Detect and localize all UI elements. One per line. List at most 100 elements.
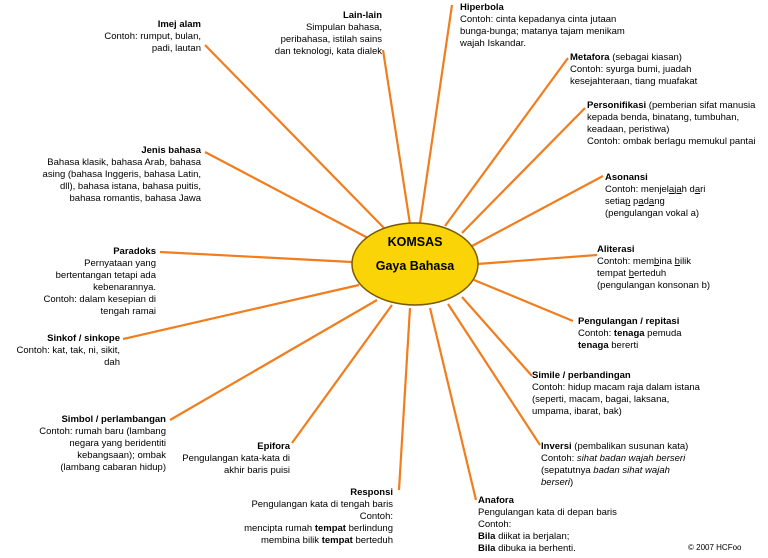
node-title: Simbol / perlambangan (61, 414, 166, 425)
node-title: Hiperbola (460, 2, 504, 13)
node-line: wajah Iskandar. (460, 38, 527, 49)
spoke-pengulangan (473, 278, 574, 323)
spoke-sinkof (122, 283, 360, 341)
node-lain-lain: Lain-lain Simpulan bahasa, peribahasa, i… (275, 10, 382, 58)
node-line: setiap padang (605, 196, 665, 207)
spoke-inversi (447, 303, 541, 446)
node-line: Contoh: (478, 519, 512, 530)
node-line: keadaan, peristiwa) (587, 124, 670, 135)
node-line: peribahasa, istilah sains (280, 34, 382, 45)
node-sinkof: Sinkof / sinkope Contoh: kat, tak, ni, s… (17, 333, 121, 369)
node-line: (sepatutnya badan sihat wajah (541, 465, 670, 476)
node-line: asing (bahasa Inggeris, bahasa Latin, (42, 169, 201, 180)
node-title: Metafora (570, 52, 610, 63)
node-anafora: Anafora Pengulangan kata di depan baris … (478, 495, 617, 555)
node-line: Bila diikat ia berjalan; (478, 531, 570, 542)
spoke-anafora (428, 307, 478, 501)
node-title: Aliterasi (597, 244, 635, 255)
node-line: Pernyataan yang (84, 258, 156, 269)
spoke-metafora (444, 57, 569, 227)
node-inversi: Inversi (pembalikan susunan kata) Contoh… (541, 441, 688, 489)
node-line: Contoh: hidup macam raja dalam istana (532, 382, 700, 393)
node-title-suffix: (pembalikan susunan kata) (571, 441, 689, 452)
node-line: Contoh: membina bilik (597, 256, 692, 267)
node-line: dah (104, 357, 120, 368)
center-ellipse (351, 222, 479, 306)
spoke-epifora (291, 304, 393, 444)
node-aliterasi: Aliterasi Contoh: membina bilik tempat b… (597, 244, 710, 292)
node-title: Jenis bahasa (141, 145, 201, 156)
node-personifikasi: Personifikasi (pemberian sifat manusia k… (587, 100, 755, 148)
node-line: Contoh: cinta kepadanya cinta jutaan (460, 14, 617, 25)
spoke-hiperbola (418, 4, 454, 224)
node-imej-alam: Imej alam Contoh: rumput, bulan, padi, l… (104, 19, 201, 55)
node-line: kebenarannya. (93, 282, 156, 293)
node-line: Contoh: sihat badan wajah berseri (541, 453, 686, 464)
node-line: bahasa romantis, bahasa Jawa (69, 193, 202, 204)
node-line: Contoh: (359, 511, 393, 522)
node-line: bertentangan tetapi ada (55, 270, 156, 281)
node-title: Sinkof / sinkope (47, 333, 120, 344)
node-pengulangan: Pengulangan / repitasi Contoh: tenaga pe… (578, 316, 682, 352)
node-metafora: Metafora (sebagai kiasan) Contoh: syurga… (570, 52, 697, 88)
node-line: Pengulangan kata di tengah baris (251, 499, 393, 510)
node-line: tengah ramai (100, 306, 156, 317)
node-line: (pengulangan konsonan b) (597, 280, 711, 291)
node-line: Contoh: tenaga pemuda (578, 328, 682, 339)
spoke-personifikasi (461, 107, 586, 234)
node-line: berseri) (541, 477, 574, 488)
node-line: Contoh: ombak berlagu memukul pantai (587, 136, 756, 147)
node-line: dan teknologi, kata dialek (274, 46, 382, 57)
spoke-aliterasi (476, 253, 598, 266)
node-title: Inversi (541, 441, 572, 452)
node-title: Epifora (257, 441, 290, 452)
center-label: KOMSAS Gaya Bahasa (352, 234, 478, 282)
node-line: Bahasa klasik, bahasa Arab, bahasa (47, 157, 201, 168)
node-title: Simile / perbandingan (532, 370, 631, 381)
spoke-paradoks (159, 250, 353, 264)
node-title: Lain-lain (342, 10, 382, 21)
node-hiperbola: Hiperbola Contoh: cinta kepadanya cinta … (460, 2, 625, 50)
node-line: membina bilik tempat berteduh (260, 535, 393, 546)
node-simbol: Simbol / perlambangan Contoh: rumah baru… (39, 414, 166, 474)
spoke-simile (461, 296, 533, 377)
node-asonansi: Asonansi Contoh: menjelajah dari setiap … (605, 172, 705, 220)
spoke-jenis-bahasa (204, 151, 369, 239)
node-responsi: Responsi Pengulangan kata di tengah bari… (244, 487, 393, 547)
node-line: Contoh: rumah baru (lambang (39, 426, 166, 437)
node-title-suffix: (pemberian sifat manusia (646, 100, 756, 111)
node-line: Contoh: syurga bumi, juadah (570, 64, 692, 75)
copyright: © 2007 HCFoo (688, 543, 742, 552)
node-title: Imej alam (157, 19, 201, 30)
node-line: tempat berteduh (597, 268, 667, 279)
node-line: (seperti, macam, bagai, laksana, (532, 394, 670, 405)
node-line: kebangsaan); ombak (77, 450, 166, 461)
node-title: Paradoks (113, 246, 156, 257)
node-line: akhir baris puisi (224, 465, 290, 476)
node-line: bunga-bunga; matanya tajam menikam (460, 26, 625, 37)
node-line: (pengulangan vokal a) (605, 208, 700, 219)
node-line: kepada benda, binatang, tumbuhan, (587, 112, 740, 123)
node-line: kesejahteraan, tiang muafakat (570, 76, 698, 87)
node-line: negara yang beridentiti (69, 438, 166, 449)
node-line: Pengulangan kata di depan baris (478, 507, 617, 518)
node-title: Anafora (478, 495, 514, 506)
node-title-suffix: (sebagai kiasan) (609, 52, 682, 63)
spoke-simbol (169, 299, 378, 421)
node-title: Asonansi (605, 172, 648, 183)
node-paradoks: Paradoks Pernyataan yang bertentangan te… (44, 246, 157, 318)
node-line: mencipta rumah tempat berlindung (244, 523, 393, 534)
node-line: tenaga bererti (578, 340, 639, 351)
node-title: Pengulangan / repitasi (578, 316, 680, 327)
node-title: Responsi (350, 487, 393, 498)
node-title: Personifikasi (587, 100, 647, 111)
center-subtitle: Gaya Bahasa (375, 259, 455, 273)
node-jenis-bahasa: Jenis bahasa Bahasa klasik, bahasa Arab,… (43, 145, 201, 205)
node-line: dll), bahasa istana, bahasa puitis, (59, 181, 201, 192)
spoke-lain-lain (381, 49, 412, 225)
spoke-asonansi (471, 175, 604, 247)
node-line: Pengulangan kata-kata di (182, 453, 290, 464)
spoke-imej-alam (204, 44, 386, 230)
node-line: Bila dibuka ia berhenti. (478, 543, 576, 554)
